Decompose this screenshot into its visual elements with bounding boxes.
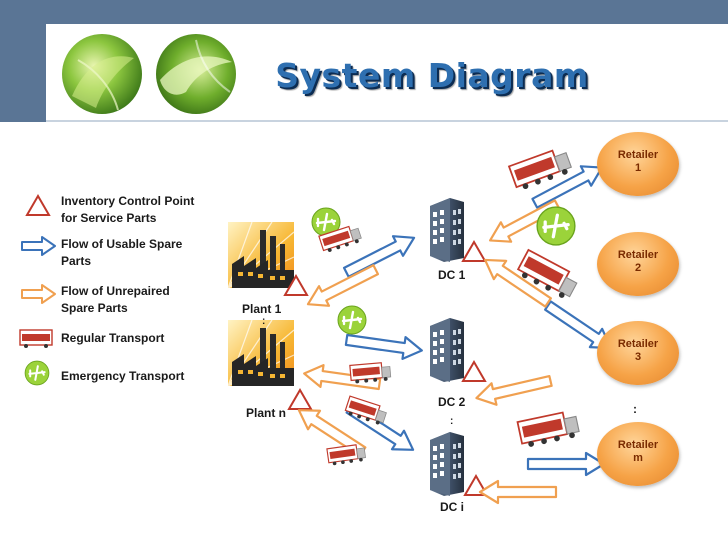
- header-divider: [46, 120, 728, 122]
- retailer-3-label: Retailer: [617, 338, 659, 350]
- legend-emergency-transport-label: Emergency Transport: [61, 369, 185, 383]
- retailer-m-number: m: [633, 452, 643, 464]
- dc-2-label: DC 2: [438, 395, 466, 409]
- dc-i-building-icon: [430, 432, 464, 496]
- retailer-1-label: Retailer: [617, 149, 659, 161]
- plant-n-factory-icon: [227, 319, 295, 387]
- dc-ellipsis: :: [450, 416, 454, 427]
- dc-1-building-icon: [430, 198, 464, 262]
- emergency-plane-icon: [336, 304, 368, 336]
- retailer-2-number: 2: [634, 262, 642, 274]
- emergency-plane-icon: [535, 205, 577, 247]
- retailer-3-number: 3: [634, 351, 642, 363]
- plant-n-label: Plant n: [246, 406, 287, 420]
- usable-flow-arrow: [343, 327, 425, 363]
- plant-n-control-point-icon: [288, 389, 312, 410]
- usable-flow-arrow: [526, 451, 606, 477]
- legend-triangle-icon: [26, 195, 50, 216]
- retailer-m-label: Retailer: [617, 439, 659, 451]
- dc-1-control-point-icon: [462, 241, 486, 262]
- legend-usable-flow-label: Flow of Usable Spare Parts: [61, 237, 183, 268]
- regular-truck-icon: [516, 409, 582, 450]
- dc-2-control-point-icon: [462, 361, 486, 382]
- dc-2-building-icon: [430, 318, 464, 382]
- legend-inventory-control-label: Inventory Control Point for Service Part…: [61, 194, 195, 225]
- leaf-logo-left-icon: [62, 34, 142, 114]
- dc-1-label: DC 1: [438, 268, 466, 282]
- legend-unrepaired-flow-label: Flow of Unrepaired Spare Parts: [61, 284, 170, 315]
- leaf-logo-right-icon: [156, 34, 236, 114]
- unrepaired-flow-arrow: [301, 258, 382, 316]
- plant-1-factory-icon: [227, 221, 295, 289]
- retailer-1-number: 1: [634, 162, 642, 174]
- unrepaired-flow-arrow: [472, 369, 555, 410]
- plant-ellipsis: :: [262, 316, 266, 327]
- dc-i-label: DC i: [440, 500, 464, 514]
- legend-truck-icon: [19, 329, 53, 348]
- legend-plane-icon: [24, 360, 50, 386]
- legend-orange-arrow-icon: [21, 284, 56, 304]
- slide-title: System Diagram: [275, 56, 589, 95]
- unrepaired-flow-arrow: [478, 479, 558, 505]
- legend-regular-transport-label: Regular Transport: [61, 331, 165, 345]
- retailer-ellipsis: :: [633, 402, 637, 416]
- retailer-2-label: Retailer: [617, 249, 659, 261]
- plant-1-label: Plant 1: [242, 302, 282, 316]
- legend-blue-arrow-icon: [21, 236, 56, 256]
